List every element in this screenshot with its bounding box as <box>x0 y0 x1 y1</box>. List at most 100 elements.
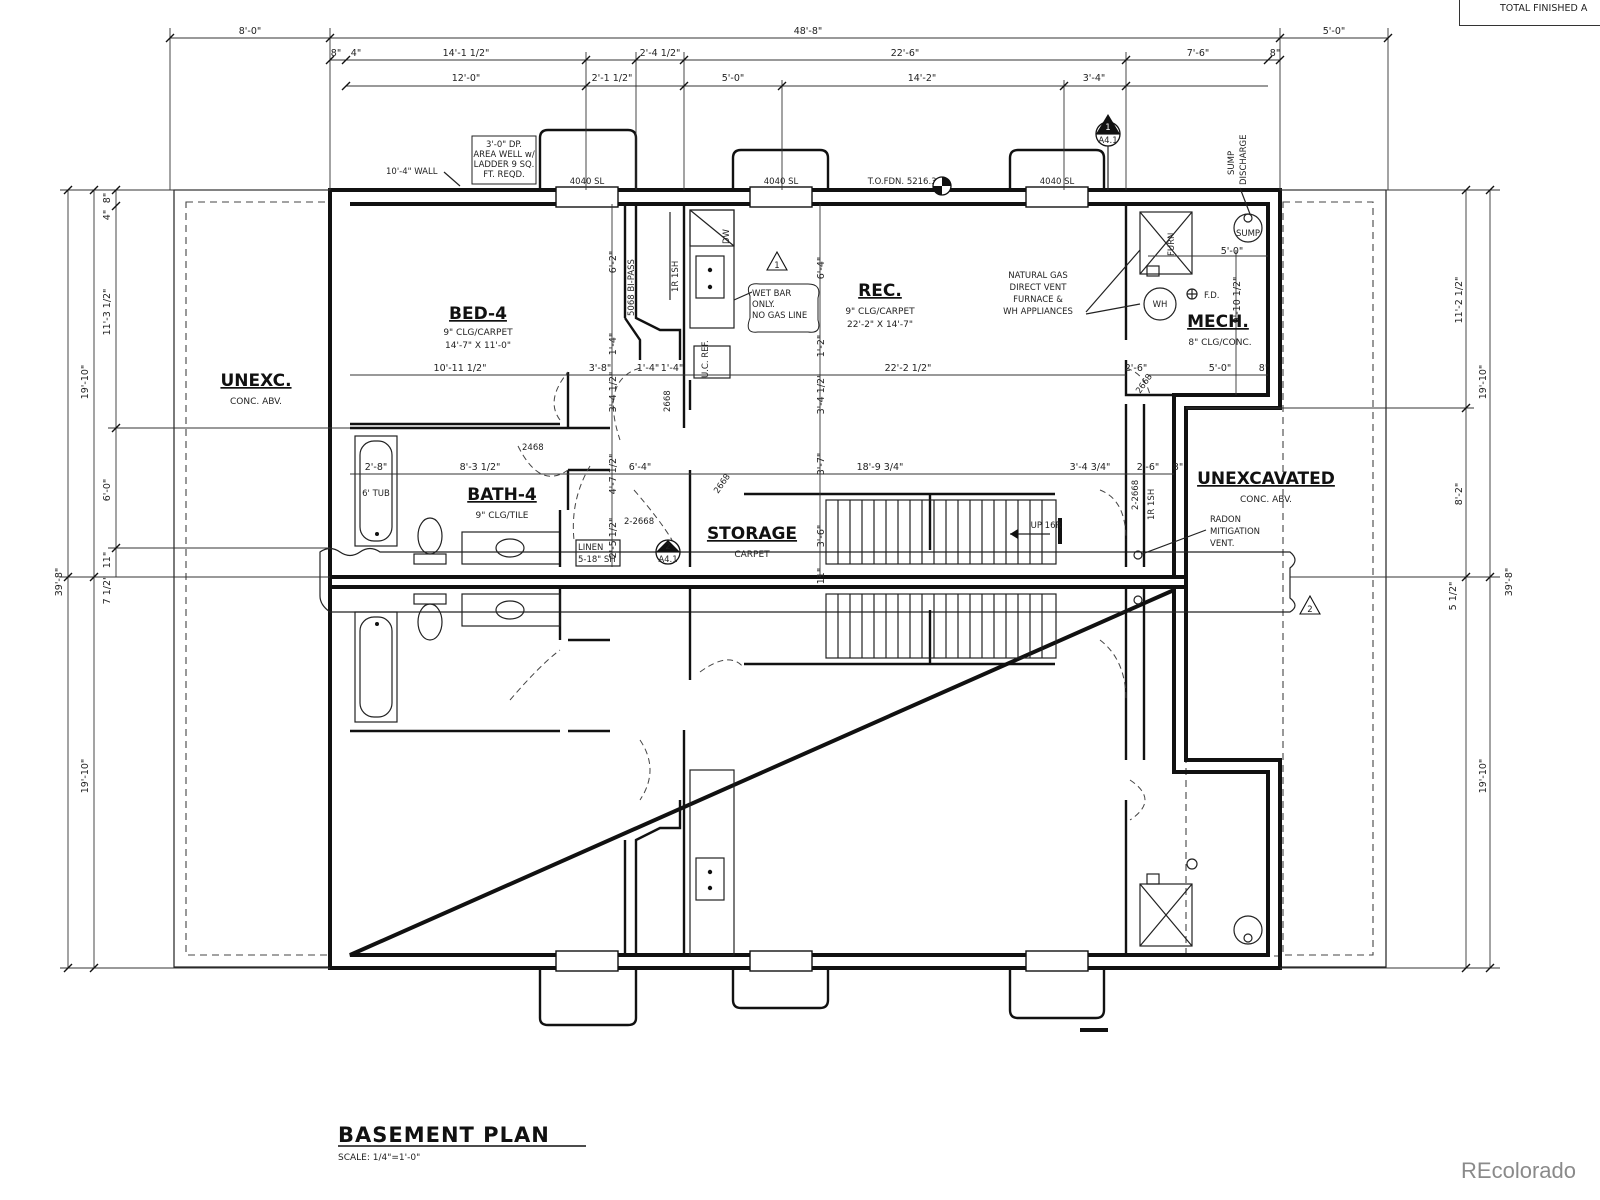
section-ref: A4.1 <box>1098 136 1117 146</box>
dim-top-right: 5'-0" <box>1323 26 1346 37</box>
room-storage-name: STORAGE <box>707 524 797 544</box>
radon-vent-lower-icon <box>1133 595 1143 605</box>
sump-discharge-0: SUMP <box>1227 151 1237 175</box>
room-unexcavated-name: UNEXCAVATED <box>1197 469 1335 489</box>
linen-label-0: LINEN <box>578 543 603 553</box>
bipass-label: 5068 BI-PASS <box>627 259 637 316</box>
window-well-rec <box>731 148 830 190</box>
dim-left-0: 8" <box>102 193 113 203</box>
dim-c2: 1'-4" <box>661 363 684 374</box>
door-2668c: 2668 <box>712 472 733 495</box>
wet-bar-note-2: NO GAS LINE <box>752 311 807 321</box>
room-bed4-name: BED-4 <box>449 304 507 324</box>
gas-note-0: NATURAL GAS <box>1008 271 1068 281</box>
interior-walls-upper <box>350 204 1263 567</box>
lower-furnace <box>1139 883 1193 947</box>
revision-triangle-2-icon: 2 <box>1299 594 1321 615</box>
room-bath4-ceiling: 9" CLG/TILE <box>476 511 529 521</box>
dim-left-5: 7 1/2" <box>102 576 113 605</box>
dim-top-left: 8'-0" <box>239 26 262 37</box>
gas-note-3: WH APPLIANCES <box>1003 307 1073 317</box>
gas-note-2: FURNACE & <box>1013 295 1063 305</box>
stair-run <box>825 499 1057 565</box>
dim-v5: 2'-5 1/2" <box>608 518 619 559</box>
shelf-label-2: 1R 1SH <box>1147 489 1157 520</box>
radon-note-1: MITIGATION <box>1210 527 1260 537</box>
dim-row3-4: 3'-4" <box>1083 73 1106 84</box>
fire-separation-cloud <box>319 547 1296 613</box>
room-bed4-size: 14'-7" X 11'-0" <box>445 341 511 351</box>
toilet-tank <box>413 553 447 565</box>
uc-ref-label: U.C. REF. <box>701 340 711 378</box>
stair-up-label: UP 16R <box>1031 521 1062 531</box>
unexc-left-dashed <box>185 201 331 956</box>
window-4040-bed <box>555 186 619 208</box>
window-well-lower-bed <box>538 968 638 1027</box>
window-well-lower-rec <box>731 968 830 1010</box>
lower-wet-bar <box>689 769 735 956</box>
dim-v10: 3'-6" <box>816 525 827 548</box>
dim-v7: 1'-2" <box>816 335 827 358</box>
mech-walls <box>1124 204 1174 567</box>
bed-bath-wall <box>350 372 610 430</box>
room-unexc-note: CONC. ABV. <box>230 397 282 407</box>
dim-v2: 1'-4" <box>608 333 619 356</box>
door-2468: 2468 <box>522 443 544 453</box>
sump-discharge-1: DISCHARGE <box>1239 135 1249 185</box>
dim-row2-2: 14'-1 1/2" <box>443 48 490 59</box>
dim-left-6: 19'-10" <box>80 365 91 400</box>
dim-row2-1: 4" <box>351 48 361 59</box>
dim-row3-3: 14'-2" <box>908 73 937 84</box>
dim-row3-2: 5'-0" <box>722 73 745 84</box>
dim-row2-3: 2'-4 1/2" <box>640 48 681 59</box>
tub-label: 6' TUB <box>362 489 390 499</box>
room-mech-name: MECH. <box>1187 312 1249 332</box>
wall-note: 10'-4" WALL <box>386 167 438 177</box>
room-mech-ceiling: 8" CLG/CONC. <box>1188 338 1251 348</box>
undercounter-fridge <box>693 345 731 379</box>
dim-left-4: 11" <box>102 552 113 568</box>
linen-label-1: 5-18" SH <box>578 555 616 565</box>
dim-right-3: 19'-10" <box>1478 365 1489 400</box>
foundation-wall-outer <box>328 188 1282 970</box>
door-swings <box>509 367 1151 821</box>
dim-row2-5: 7'-6" <box>1187 48 1210 59</box>
dim-bath-b: 8'-3 1/2" <box>460 462 501 473</box>
dim-m2: 9'-10 1/2" <box>1232 277 1243 324</box>
unexc-right-dashed <box>1282 201 1374 956</box>
bath-tub <box>354 435 398 547</box>
area-well-note-0: 3'-0" DP. <box>486 140 522 150</box>
dim-right-4: 19'-10" <box>1478 759 1489 794</box>
room-bed4-ceiling: 9" CLG/CARPET <box>443 328 513 338</box>
dw-label: DW <box>722 228 732 244</box>
lower-stair-run <box>825 593 1057 659</box>
door-2668a: 2668 <box>663 390 673 412</box>
dim-mech-a: 2'-6" <box>1125 363 1148 374</box>
room-rec-ceiling: 9" CLG/CARPET <box>845 307 915 317</box>
toilet-bowl <box>417 517 443 555</box>
dim-left-1: 4" <box>102 210 113 220</box>
dim-stor-d: 8" <box>1173 462 1183 473</box>
dim-v9: 3'-7" <box>816 453 827 476</box>
dim-v8: 3'-4 1/2" <box>816 374 827 415</box>
door-2668d: 2-2668 <box>1131 480 1141 510</box>
wet-bar-sink <box>695 255 725 299</box>
storage-walls <box>688 470 1055 567</box>
title-block-corner: TOTAL FINISHED A <box>1459 0 1600 26</box>
dim-stor-c: 2'-6" <box>1137 462 1160 473</box>
dim-right-2: 5 1/2" <box>1448 582 1459 611</box>
stairs-upper <box>825 499 1062 565</box>
window-openings <box>555 186 1089 972</box>
dim-right-5: 39'-8" <box>1504 568 1515 597</box>
window-well-lower-rec-2 <box>1008 968 1106 1020</box>
window-label-c: 4040 SL <box>1040 177 1075 187</box>
wet-bar-note-1: ONLY. <box>752 300 775 310</box>
door-2668b: 2-2668 <box>624 517 654 527</box>
dim-row2-0: 8" <box>331 48 341 59</box>
dimension-ticks <box>63 33 1495 973</box>
section-marker-icon: 1 A4.1 <box>1095 114 1121 190</box>
lower-tub <box>354 611 398 723</box>
area-well-note-box <box>471 135 537 185</box>
interior-walls-lower <box>350 587 1263 956</box>
